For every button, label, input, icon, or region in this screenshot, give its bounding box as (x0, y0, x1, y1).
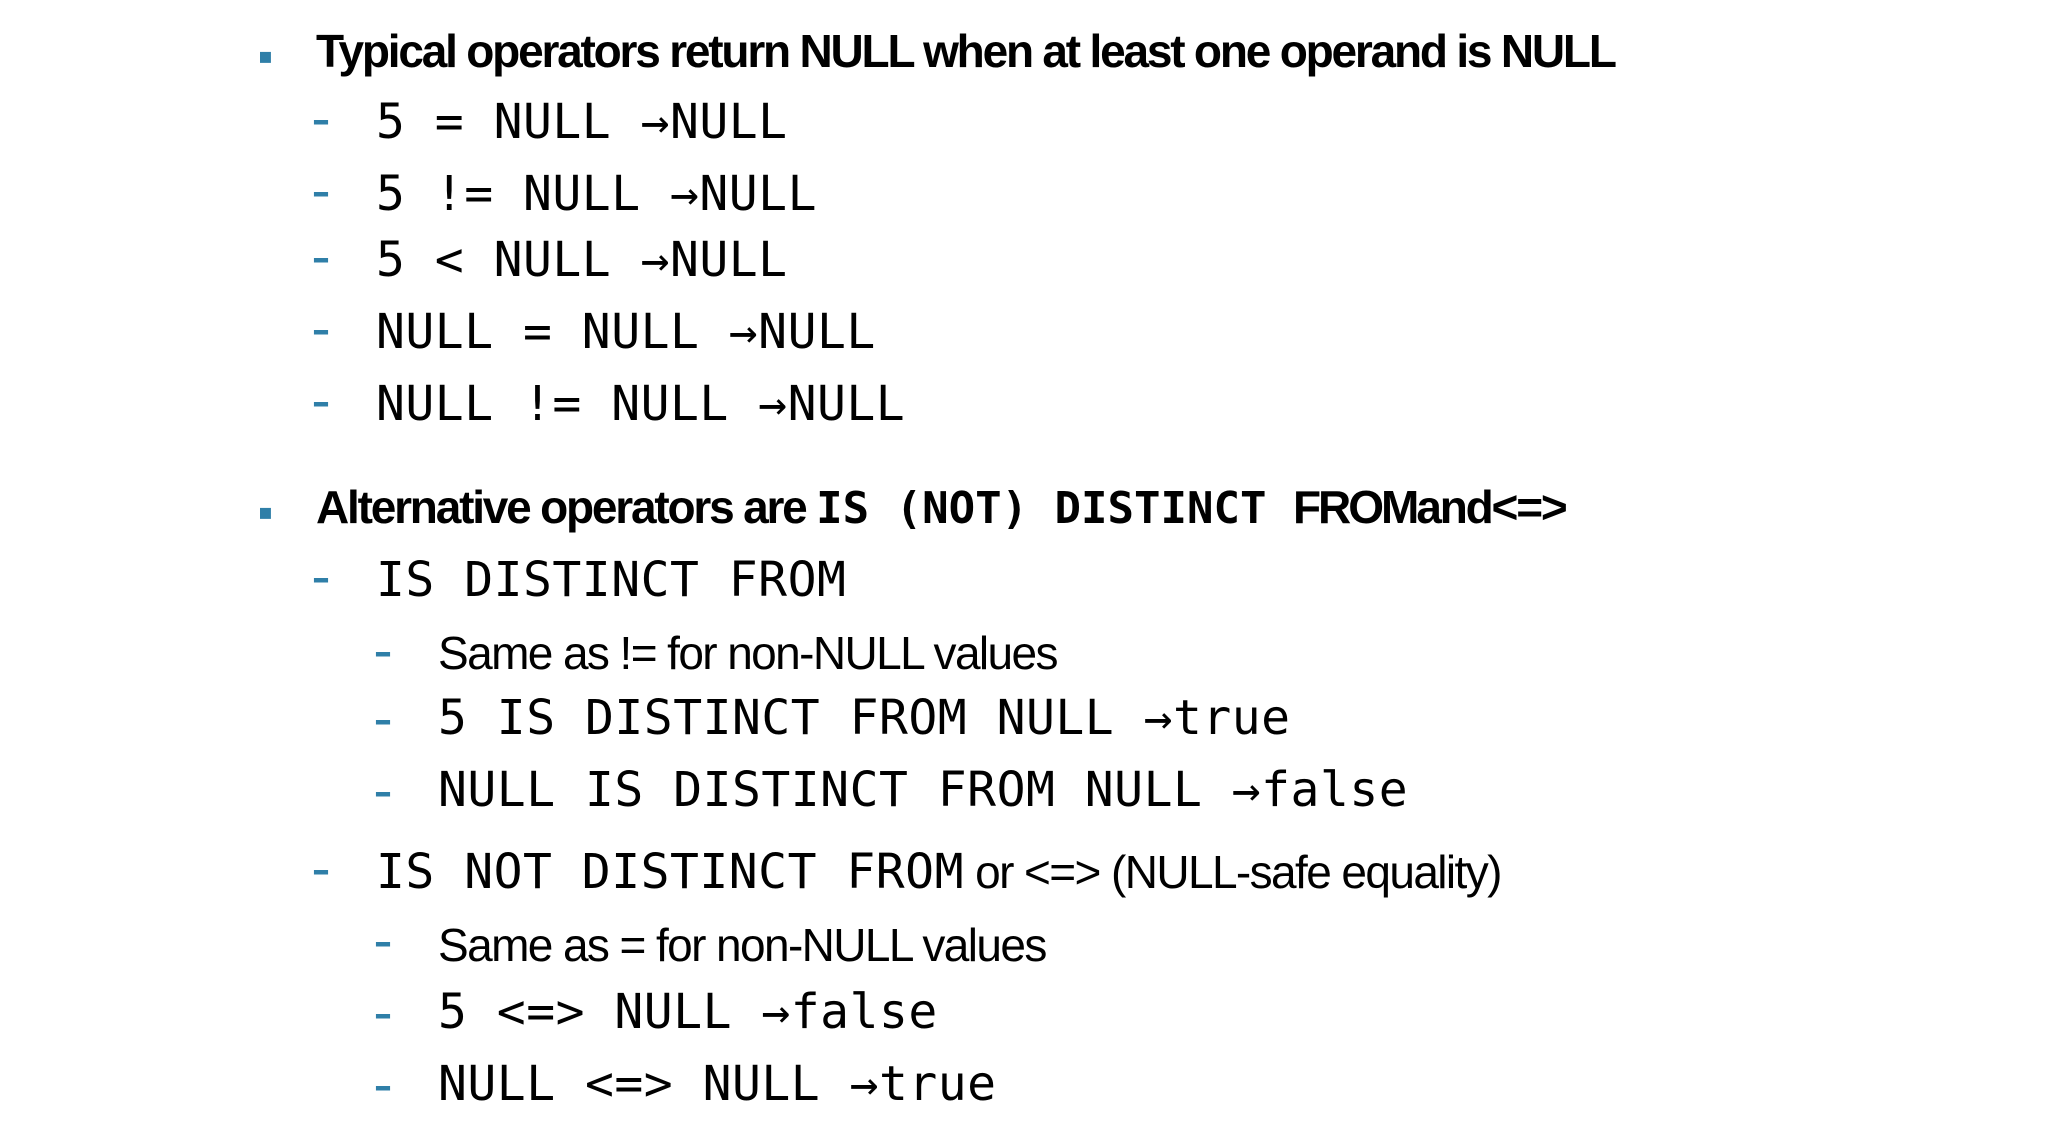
section1-item: NULL != NULL →NULL (376, 376, 906, 432)
dash-marker: – (374, 922, 392, 963)
distinct-item: NULL IS DISTINCT FROM NULL →false (438, 762, 1409, 818)
section2-heading-code: IS (NOT) DISTINCT (816, 483, 1293, 534)
distinct-label: IS DISTINCT FROM (376, 552, 847, 608)
section2-heading-text: Alternative operators are (316, 481, 817, 533)
bullet-marker: ▪ (258, 500, 273, 525)
section1-heading: Typical operators return NULL when at le… (316, 25, 1617, 77)
dash-marker: – (312, 850, 330, 891)
not-distinct-item: 5 <=> NULL →false (438, 984, 938, 1040)
dash-marker: – (312, 310, 330, 351)
section1-item: 5 < NULL →NULL (376, 232, 788, 288)
dash-marker: – (312, 100, 330, 141)
dash-marker: – (312, 238, 330, 279)
section2-heading: Alternative operators are IS (NOT) DISTI… (316, 481, 1568, 534)
not-distinct-item: NULL <=> NULL →true (438, 1056, 997, 1112)
not-distinct-text: or <=> (NULL-safe equality) (963, 846, 1502, 898)
bullet-marker: ▪ (258, 44, 273, 69)
not-distinct-item: Same as = for non-NULL values (438, 919, 1047, 971)
dash-marker: – (374, 1066, 392, 1107)
dash-marker: – (312, 172, 330, 213)
not-distinct-code: IS NOT DISTINCT FROM (376, 844, 964, 900)
section1-item: NULL = NULL →NULL (376, 304, 876, 360)
dash-marker: – (374, 994, 392, 1035)
section2-heading-from: FROM (1292, 481, 1419, 533)
dash-marker: – (374, 632, 392, 673)
dash-marker: – (312, 558, 330, 599)
dash-marker: – (374, 700, 392, 741)
section2-heading-suffix: and<=> (1416, 481, 1567, 533)
section1-item: 5 != NULL →NULL (376, 166, 817, 222)
not-distinct-label: IS NOT DISTINCT FROM or <=> (NULL-safe e… (376, 846, 1502, 898)
distinct-item: 5 IS DISTINCT FROM NULL →true (438, 690, 1291, 746)
dash-marker: – (312, 382, 330, 423)
dash-marker: – (374, 772, 392, 813)
distinct-item: Same as != for non-NULL values (438, 627, 1059, 679)
section1-item: 5 = NULL →NULL (376, 94, 788, 150)
